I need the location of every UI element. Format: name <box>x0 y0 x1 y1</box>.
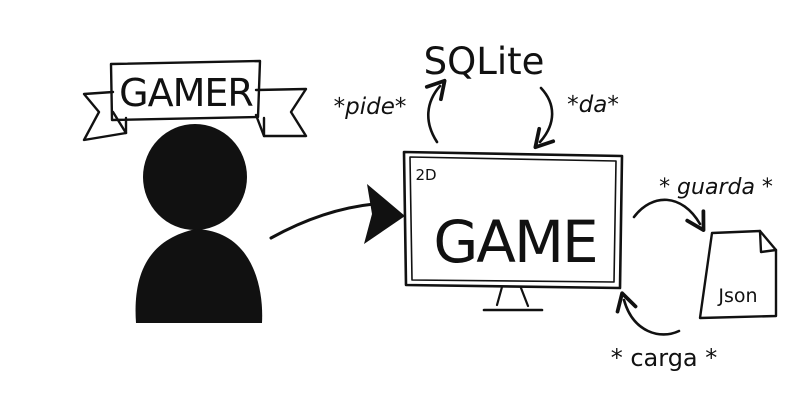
carga-arrow <box>615 291 681 336</box>
da-arrow <box>533 86 556 150</box>
file-outline <box>698 229 778 320</box>
da-label: *da* <box>567 92 619 118</box>
file-icon <box>698 229 778 320</box>
file-corner-fold <box>758 229 778 254</box>
person-head <box>143 124 247 230</box>
monitor-inner-frame <box>409 156 617 283</box>
banner-left-tail <box>82 90 128 142</box>
banner-fold-left <box>111 110 128 135</box>
gamer-banner <box>82 59 308 142</box>
banner-label: GAMER <box>119 71 253 115</box>
monitor-corner-label: 2D <box>415 166 436 184</box>
banner-right-tail <box>254 87 308 138</box>
pide-label: *pide* <box>334 94 407 120</box>
json-label: Json <box>717 285 757 307</box>
guarda-label: * guarda * <box>659 175 773 200</box>
person-body <box>135 229 263 323</box>
carga-label: * carga * <box>611 344 718 372</box>
person-silhouette-icon <box>135 124 263 323</box>
monitor-stand <box>495 285 530 308</box>
pide-arrow <box>424 78 447 144</box>
banner-body <box>109 59 262 122</box>
play-arrow-head <box>364 184 405 244</box>
monitor-icon <box>402 150 624 312</box>
game-title: GAME <box>433 208 596 276</box>
monitor-frame <box>402 150 624 290</box>
play-arrow <box>269 184 405 244</box>
guarda-arrow <box>632 198 706 232</box>
sqlite-label: SQLite <box>424 40 545 83</box>
banner-fold-right <box>254 113 266 138</box>
